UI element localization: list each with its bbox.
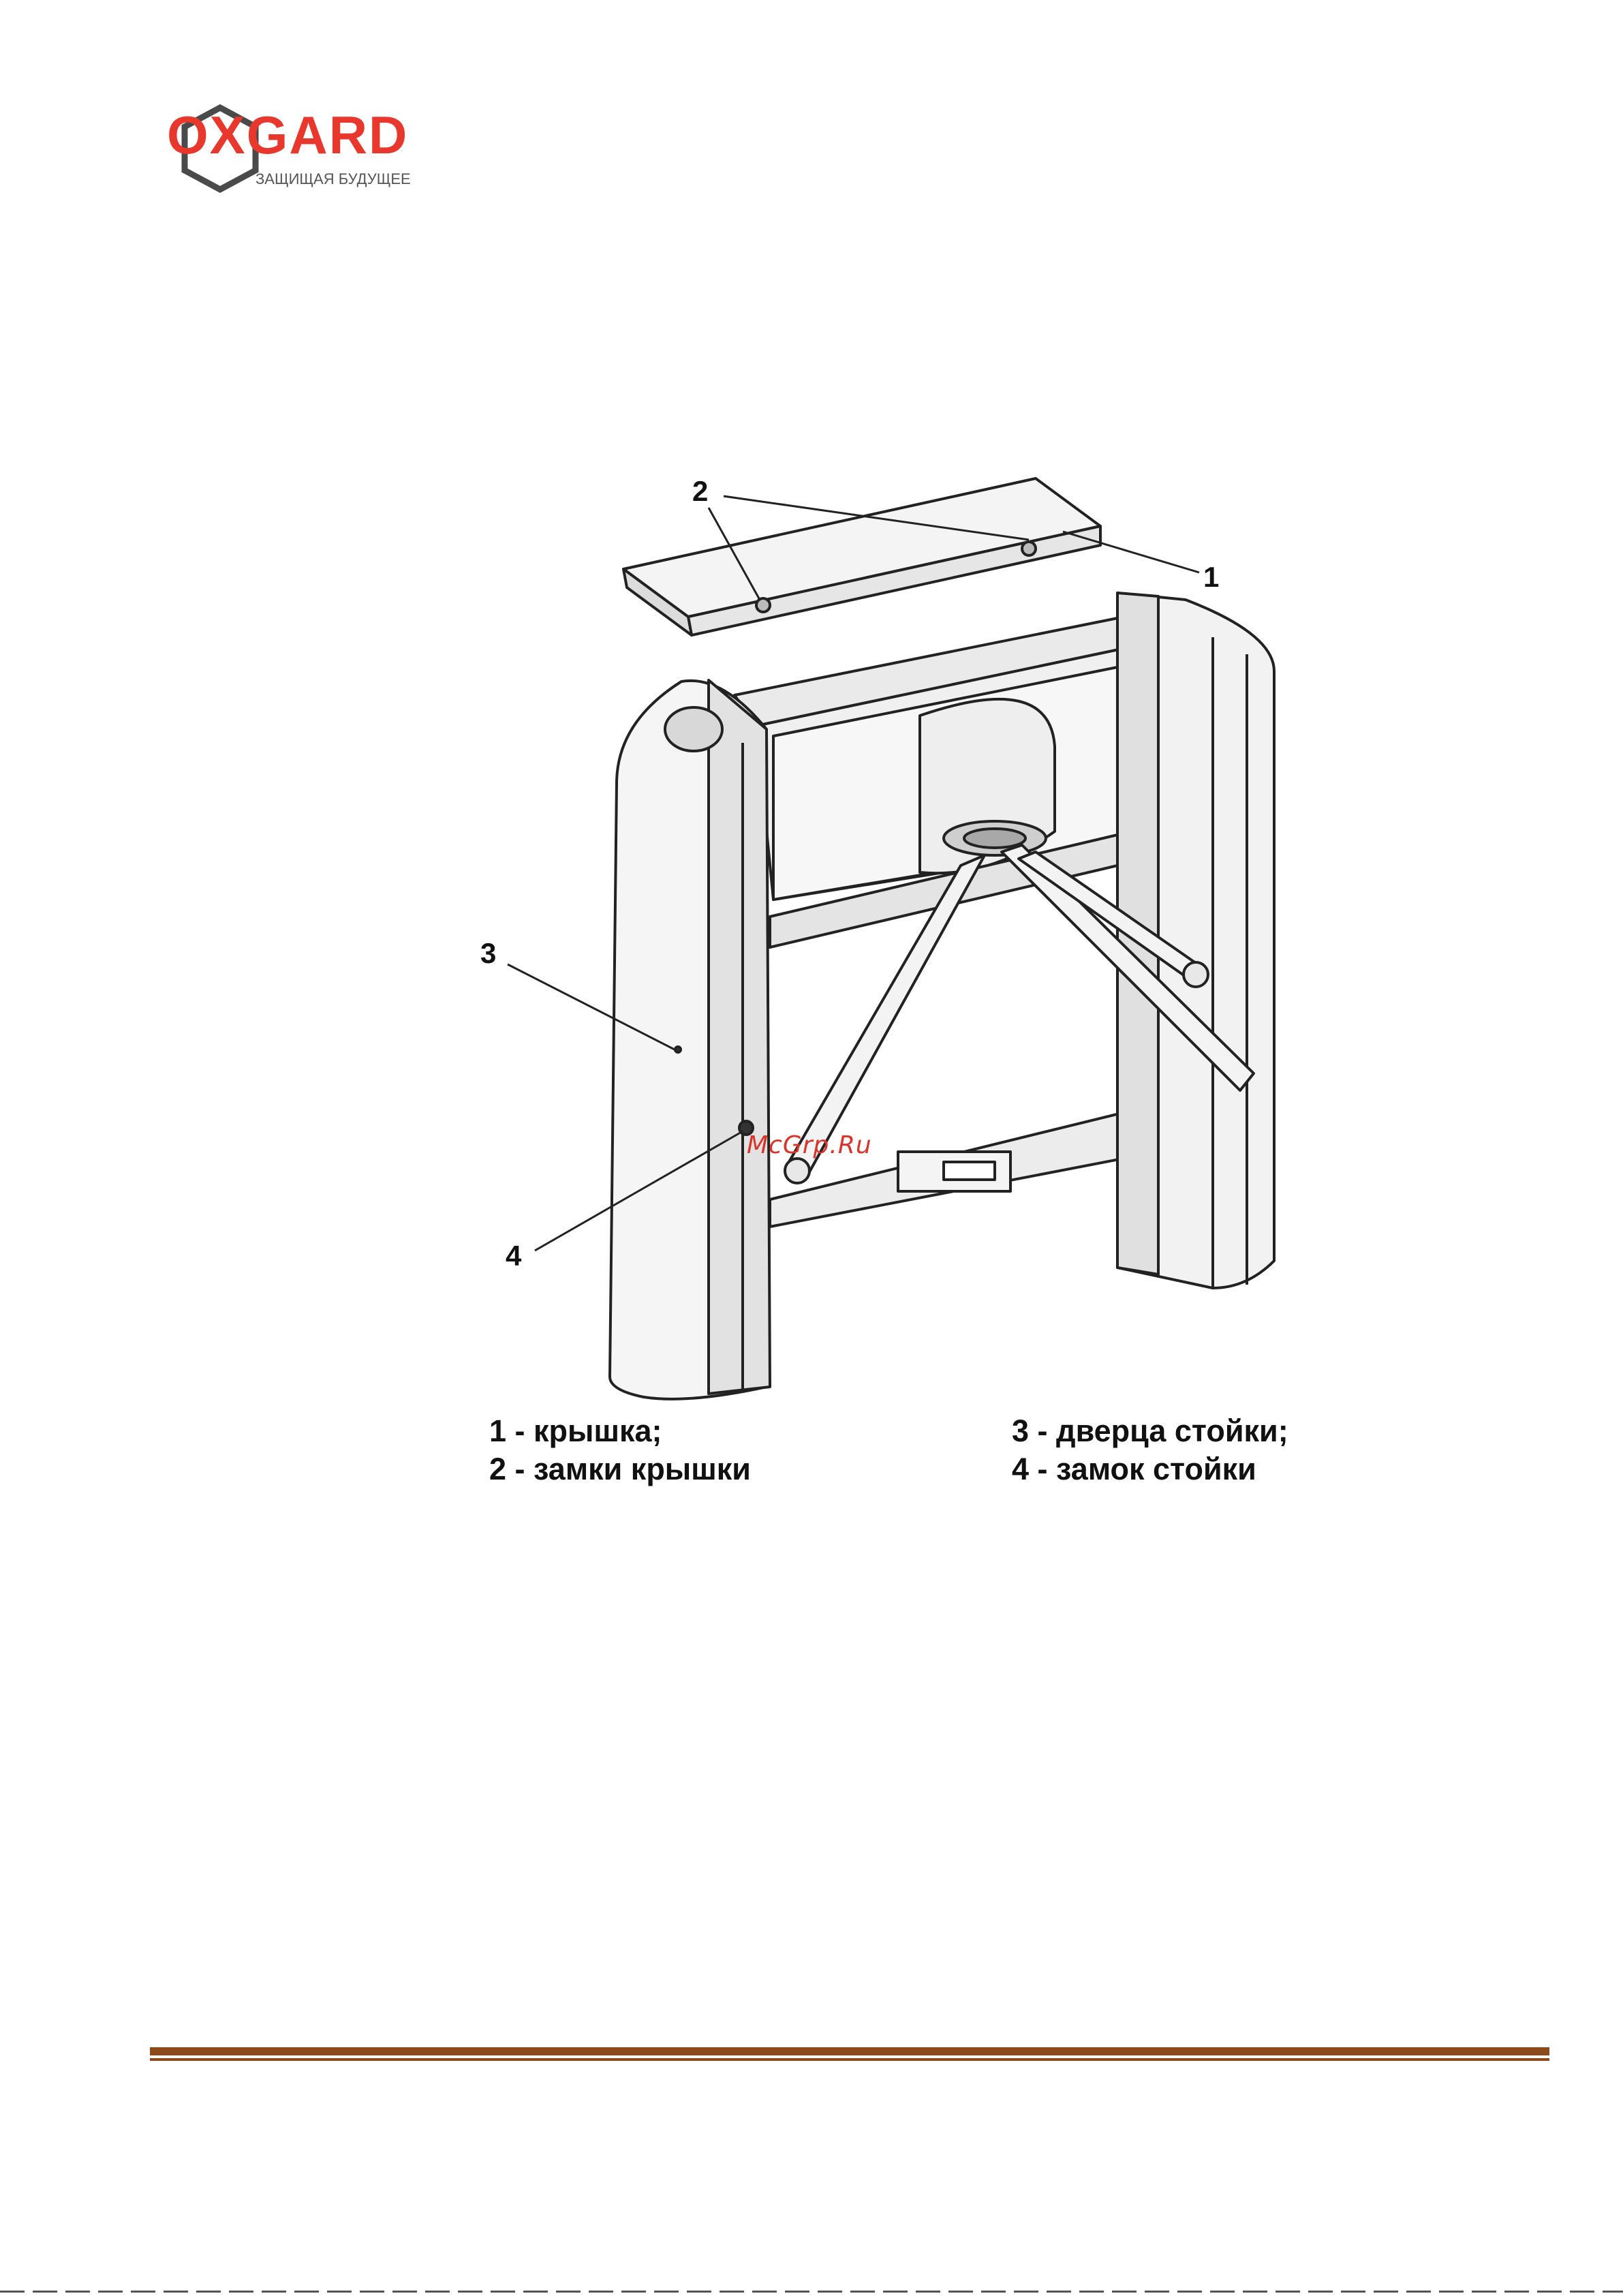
turnstile-diagram	[0, 0, 1623, 1567]
legend-item-2: 2 - замки крышки	[489, 1450, 751, 1488]
legend-left: 1 - крышка; 2 - замки крышки	[489, 1412, 751, 1488]
callout-4: 4	[506, 1242, 521, 1270]
legend-item-3: 3 - дверца стойки;	[1012, 1412, 1288, 1450]
callout-3: 3	[480, 939, 496, 968]
footer-rule-thin	[150, 2058, 1549, 2061]
legend-right: 3 - дверца стойки; 4 - замок стойки	[1012, 1412, 1288, 1488]
footer-rule	[150, 2047, 1549, 2055]
legend-item-1: 1 - крышка;	[489, 1412, 751, 1450]
page-bottom-edge	[0, 2291, 1623, 2293]
legend-item-4: 4 - замок стойки	[1012, 1450, 1288, 1488]
watermark: McGrp.Ru	[747, 1131, 872, 1159]
callout-1: 1	[1203, 563, 1219, 592]
callout-2: 2	[692, 477, 708, 506]
